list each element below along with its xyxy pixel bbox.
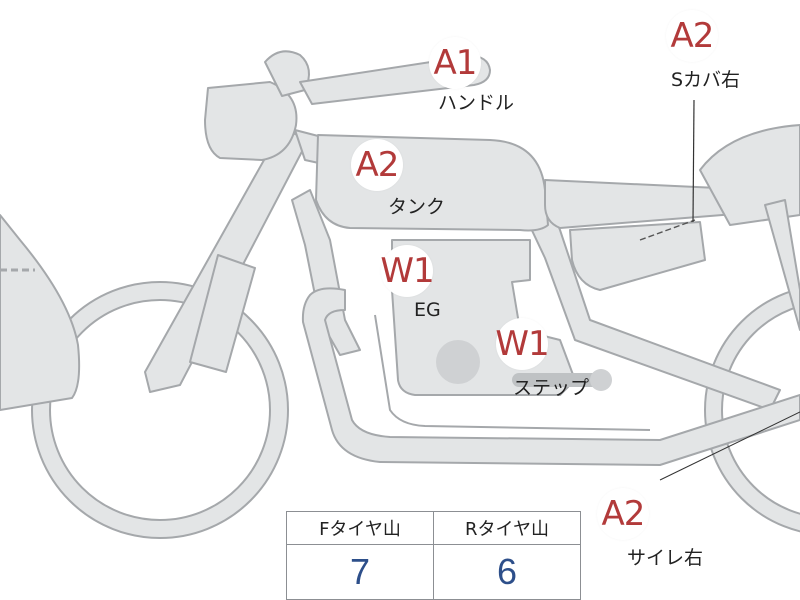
part-label-tank: タンク — [388, 196, 446, 218]
part-label-s-cover-right: Sカバ右 — [671, 69, 741, 91]
tire-tread-table: Fタイヤ山 Rタイヤ山 7 6 — [286, 511, 581, 600]
frame-down — [291, 189, 361, 356]
footstep-peg — [590, 369, 612, 391]
rear-fender — [699, 124, 800, 226]
leader-line-side — [659, 411, 800, 481]
header-rear-tire: Rタイヤ山 — [433, 511, 581, 545]
grade-badge-handle: A1 — [429, 37, 481, 89]
tire-table-header-row: Fタイヤ山 Rタイヤ山 — [286, 511, 581, 545]
value-rear-tire: 6 — [433, 544, 581, 600]
side-cover — [569, 221, 706, 291]
leader-line-cover — [692, 99, 695, 223]
grade-badge-tank: A2 — [351, 139, 403, 191]
fork-tube — [189, 254, 256, 373]
tire-table-value-row: 7 6 — [286, 544, 581, 600]
grade-badge-s-cover-right: A2 — [666, 10, 718, 62]
part-label-engine: EG — [414, 299, 441, 321]
footstep — [512, 373, 606, 387]
dashed-mark-cover — [639, 219, 696, 241]
grade-badge-side-right: A2 — [597, 488, 649, 540]
engine-cover — [436, 340, 480, 384]
exhaust-pipe — [301, 287, 800, 466]
front-fender — [0, 214, 81, 411]
exhaust-pipe-2 — [374, 314, 651, 431]
headlight — [204, 81, 298, 161]
part-label-handle: ハンドル — [438, 92, 515, 114]
part-label-step: ステップ — [513, 377, 590, 399]
header-front-tire: Fタイヤ山 — [286, 511, 434, 545]
value-front-tire: 7 — [286, 544, 434, 600]
rear-shock — [764, 199, 800, 331]
grade-badge-step: W1 — [495, 318, 550, 370]
grade-badge-engine: W1 — [380, 245, 435, 297]
part-label-side-right: サイレ右 — [627, 547, 704, 569]
